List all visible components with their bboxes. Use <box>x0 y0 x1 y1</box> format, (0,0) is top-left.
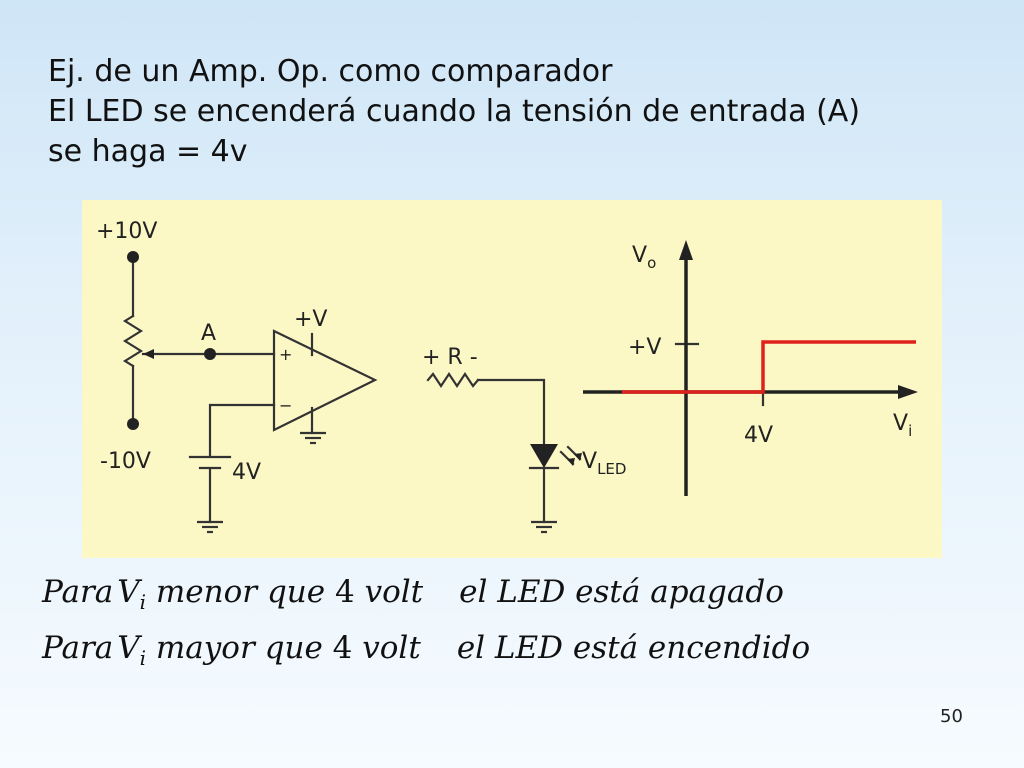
title-line-3: se haga = 4v <box>48 134 248 169</box>
led-arrow-head-1 <box>567 458 575 466</box>
statement-low-result: el LED está apagado <box>459 574 784 610</box>
led-diode <box>530 444 558 468</box>
statement-low-para: Para <box>42 574 114 610</box>
reference-voltage-label: 4V <box>232 460 261 485</box>
statement-low-number: 4 <box>334 574 355 610</box>
statement-low-var: V <box>117 574 140 610</box>
graph-y-axis-sub: o <box>647 254 656 272</box>
graph-x-axis-main: V <box>893 411 908 436</box>
op-amp-minus-label: − <box>279 396 292 415</box>
graph-x-axis-sub: i <box>908 422 912 440</box>
statement-high-result: el LED está encendido <box>456 630 811 666</box>
resistor-led-wire <box>476 378 546 448</box>
graph-y-axis-label: Vo <box>632 243 656 272</box>
statement-high-unit: volt <box>362 630 421 666</box>
page-number: 50 <box>940 706 963 727</box>
supply-pos-label: +10V <box>96 219 157 244</box>
statement-high-sub: i <box>139 646 147 670</box>
graph-vplus-label: +V <box>628 335 661 360</box>
statement-high-number: 4 <box>332 630 353 666</box>
op-amp <box>272 329 378 432</box>
node-a-dot <box>204 348 216 360</box>
ground-battery <box>197 520 223 534</box>
slide-title: Ej. de un Amp. Op. como comparador El LE… <box>48 52 860 172</box>
statement-low-unit: volt <box>364 574 424 610</box>
statement-high-condition: mayor que <box>155 630 323 666</box>
graph-x-axis-label: Vi <box>893 411 912 440</box>
graph-y-axis-main: V <box>632 243 647 268</box>
op-amp-plus-label: + <box>279 345 292 364</box>
node-a-label: A <box>201 321 216 346</box>
comparator-diagram: +10V -10V A +V + − 4V + R - VLED Vo +V 4… <box>96 219 918 534</box>
ground-led <box>531 520 557 534</box>
supply-pos-terminal <box>127 251 139 263</box>
ground-op-amp <box>300 431 326 445</box>
title-line-2: El LED se encenderá cuando la tensión de… <box>48 94 861 129</box>
statement-high-para: Para <box>42 630 114 666</box>
potentiometer <box>122 314 144 368</box>
led-arrow-head-2 <box>574 453 582 461</box>
circuit-panel: +10V -10V A +V + − 4V + R - VLED Vo +V 4… <box>82 200 942 558</box>
graph-4v-label: 4V <box>744 423 773 448</box>
resistor-label: + R - <box>422 345 478 370</box>
input-minus-wire <box>208 403 276 457</box>
resistor <box>426 372 480 388</box>
statement-high-var: V <box>117 630 140 666</box>
graph-y-arrow <box>679 240 693 260</box>
op-amp-supply-label: +V <box>294 307 327 332</box>
led-label: VLED <box>582 449 626 478</box>
led-label-sub: LED <box>597 460 626 478</box>
title-line-1: Ej. de un Amp. Op. como comparador <box>48 54 613 89</box>
led-label-main: V <box>582 449 597 474</box>
graph-x-arrow <box>898 385 918 399</box>
wiper-arrow <box>143 349 154 359</box>
supply-neg-terminal <box>127 418 139 430</box>
statement-low-sub: i <box>139 590 147 614</box>
supply-neg-label: -10V <box>100 449 151 474</box>
transfer-characteristic <box>622 340 916 394</box>
statement-low-condition: menor que <box>155 574 326 610</box>
